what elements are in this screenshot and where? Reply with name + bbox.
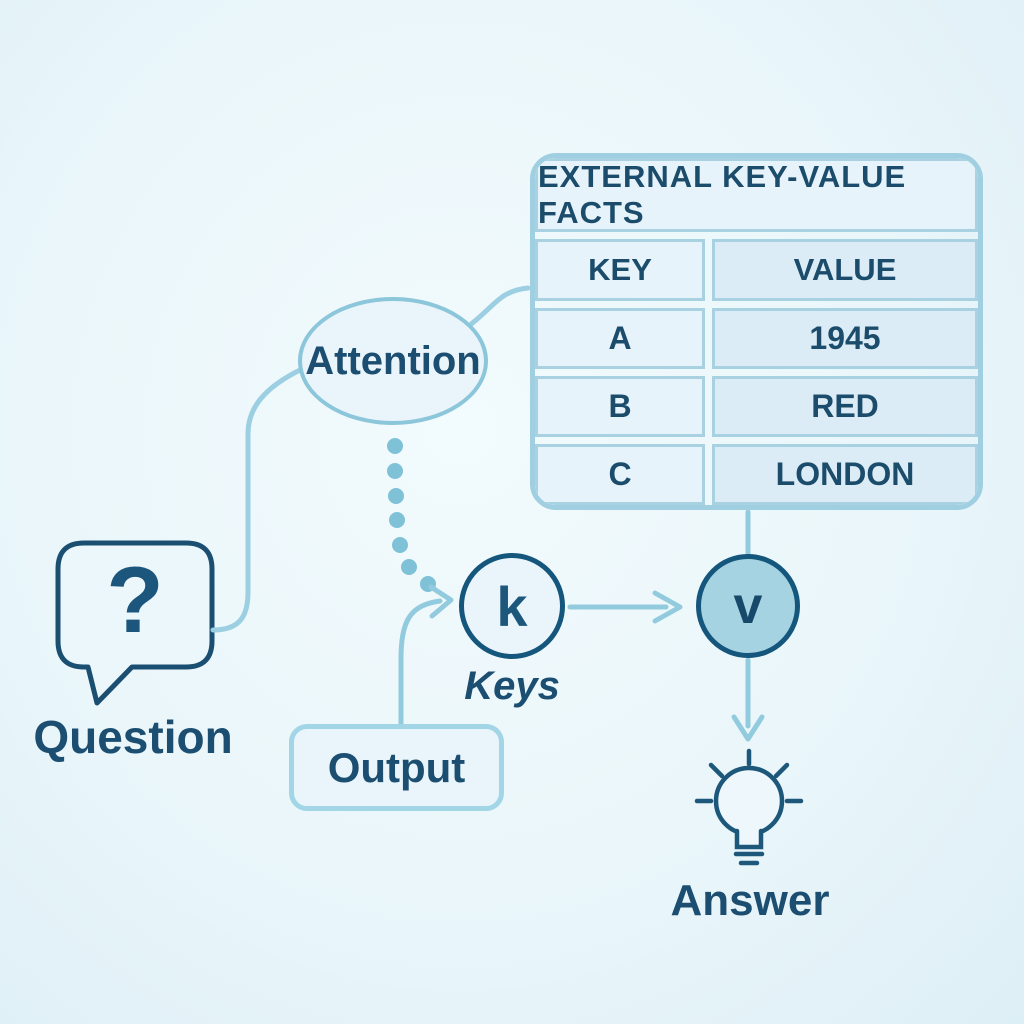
output-box: Output bbox=[289, 724, 504, 811]
attention-node: Attention bbox=[298, 297, 488, 425]
values-node-glyph: v bbox=[733, 577, 763, 635]
facts-table-header-value: VALUE bbox=[712, 239, 978, 301]
attention-to-keys-dotted-line bbox=[387, 438, 436, 592]
keys-to-values-arrow bbox=[567, 590, 683, 624]
attention-to-table-connector bbox=[463, 285, 531, 331]
facts-table-cell-key-c: C bbox=[535, 444, 705, 505]
facts-table-title: EXTERNAL KEY-VALUE FACTS bbox=[535, 158, 978, 232]
facts-table-cell-value-red: RED bbox=[712, 376, 978, 437]
answer-label: Answer bbox=[670, 876, 830, 925]
output-to-keys-arrow bbox=[398, 584, 454, 726]
keys-node-glyph: k bbox=[496, 574, 528, 638]
question-label: Question bbox=[33, 711, 233, 763]
question-to-attention-connector bbox=[210, 367, 303, 633]
values-node: v bbox=[696, 554, 800, 658]
output-label: Output bbox=[327, 743, 466, 791]
facts-table-header-key: KEY bbox=[535, 239, 705, 301]
question-mark-icon: ? bbox=[106, 547, 164, 652]
values-to-answer-arrow bbox=[731, 657, 765, 742]
facts-table-cell-value-london: LONDON bbox=[712, 444, 978, 505]
facts-table-cell-key-a: A bbox=[535, 308, 705, 369]
speech-bubble-icon bbox=[55, 540, 215, 706]
attention-label: Attention bbox=[305, 338, 481, 383]
keys-label: Keys bbox=[464, 664, 560, 708]
facts-table: EXTERNAL KEY-VALUE FACTS KEY VALUE A 194… bbox=[530, 153, 983, 510]
keys-node: k bbox=[459, 553, 565, 659]
facts-table-cell-value-1945: 1945 bbox=[712, 308, 978, 369]
lightbulb-icon bbox=[694, 748, 804, 866]
facts-table-cell-key-b: B bbox=[535, 376, 705, 437]
